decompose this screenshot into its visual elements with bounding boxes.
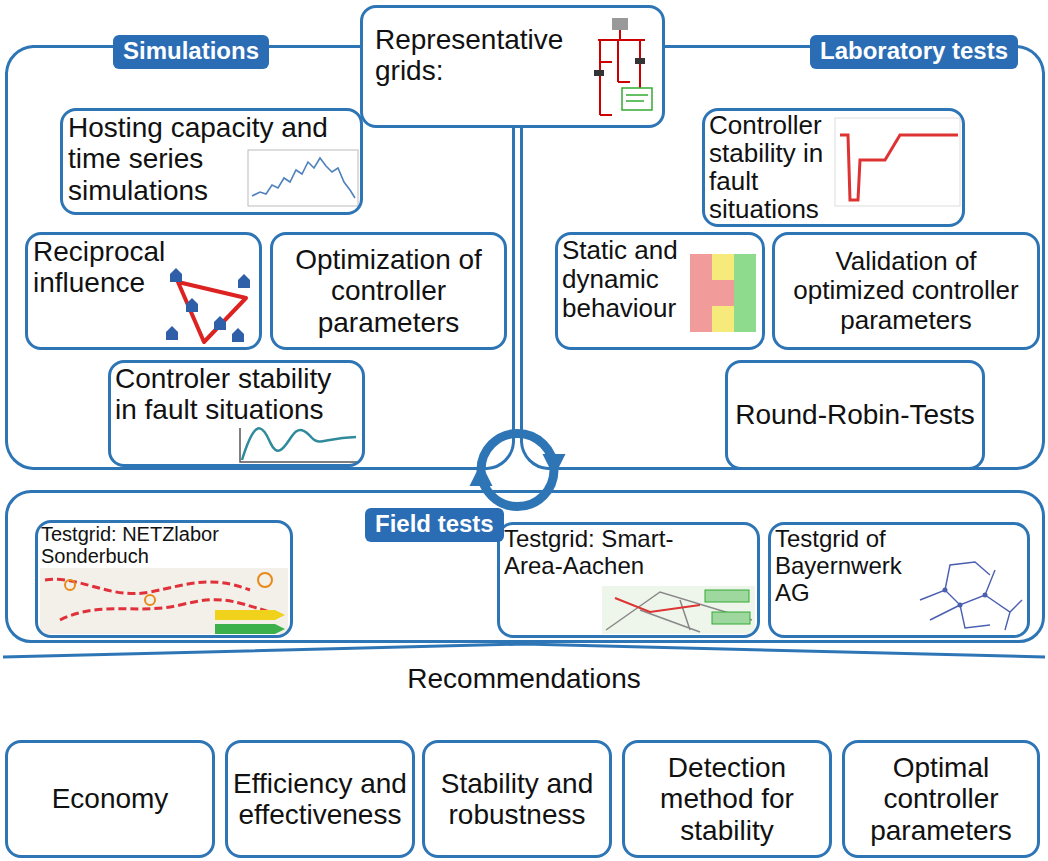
process-box: Round-Robin-Tests bbox=[725, 360, 985, 470]
group-panel: SimulationsHosting capacity and time ser… bbox=[5, 45, 515, 470]
oscillation-chart bbox=[240, 428, 358, 462]
box-label: Optimal controller parameters bbox=[847, 752, 1035, 846]
netzlabor-map bbox=[40, 568, 288, 634]
process-box: Efficiency and effectiveness bbox=[225, 740, 415, 858]
bayernwerk-map bbox=[920, 562, 1022, 630]
box-label: Representative grids: bbox=[375, 24, 575, 87]
box-label: Controler stability in fault situations bbox=[115, 363, 355, 426]
process-box: Controler stability in fault situations bbox=[108, 360, 365, 467]
box-label: Optimization of controller parameters bbox=[275, 244, 502, 338]
section-label: Recommendations bbox=[0, 662, 1048, 696]
cycle-arrow bbox=[481, 433, 554, 470]
process-box: Optimal controller parameters bbox=[842, 740, 1040, 858]
process-box: Testgrid of Bayernwerk AG bbox=[768, 522, 1030, 638]
panel-heading: Laboratory tests bbox=[810, 35, 1018, 69]
process-box: Optimization of controller parameters bbox=[270, 232, 507, 350]
process-box: Static and dynamic behaviour bbox=[555, 232, 765, 350]
panel-border bbox=[522, 47, 1044, 469]
process-box: Stability and robustness bbox=[422, 740, 612, 858]
box-label: Reciprocal influence bbox=[33, 236, 253, 299]
box-label: Validation of optimized controller param… bbox=[777, 247, 1035, 334]
reciprocal-network bbox=[166, 268, 250, 342]
box-label: Economy bbox=[10, 783, 210, 814]
panel-heading: Simulations bbox=[113, 35, 269, 69]
box-label: Testgrid: NETZlabor Sonderbuch bbox=[41, 523, 287, 568]
box-label: Efficiency and effectiveness bbox=[230, 768, 410, 831]
smart-area-map bbox=[602, 586, 755, 634]
box-label: Testgrid: Smart-Area-Aachen bbox=[504, 526, 682, 580]
process-box: Controller stability in fault situations bbox=[702, 108, 965, 227]
box-label: Static and dynamic behaviour bbox=[562, 236, 686, 323]
box-label: Detection method for stability bbox=[627, 752, 827, 846]
recommendation-brace bbox=[3, 644, 1045, 657]
time-series-chart bbox=[248, 150, 358, 206]
heatmap bbox=[690, 254, 756, 332]
box-label: Controller stability in fault situations bbox=[709, 111, 834, 223]
process-box: Testgrid: NETZlabor Sonderbuch bbox=[35, 520, 293, 638]
step-chart bbox=[835, 118, 960, 206]
group-panel: Field tests Testgrid: NETZlabor Sonderbuc… bbox=[5, 490, 1045, 643]
box-label: Hosting capacity and time series simulat… bbox=[68, 112, 338, 206]
panel-border bbox=[7, 47, 514, 469]
group-panel: Laboratory testsController stability in … bbox=[520, 45, 1045, 470]
process-box: Validation of optimized controller param… bbox=[772, 232, 1040, 350]
box-label: Testgrid of Bayernwerk AG bbox=[775, 526, 917, 607]
panel-heading: Field tests bbox=[365, 508, 504, 542]
box-label: Round-Robin-Tests bbox=[730, 399, 980, 430]
process-box: Economy bbox=[5, 740, 215, 858]
process-box: Hosting capacity and time series simulat… bbox=[60, 108, 363, 215]
grid-schematic bbox=[594, 18, 652, 115]
process-box: Representative grids: bbox=[360, 5, 665, 128]
process-box: Detection method for stability bbox=[622, 740, 832, 858]
process-box: Reciprocal influence bbox=[25, 232, 262, 350]
box-label: Stability and robustness bbox=[427, 768, 607, 831]
label-holder: Recommendations bbox=[0, 662, 1048, 696]
cycle-arrow bbox=[481, 470, 554, 506]
process-box: Testgrid: Smart-Area-Aachen bbox=[497, 522, 760, 638]
